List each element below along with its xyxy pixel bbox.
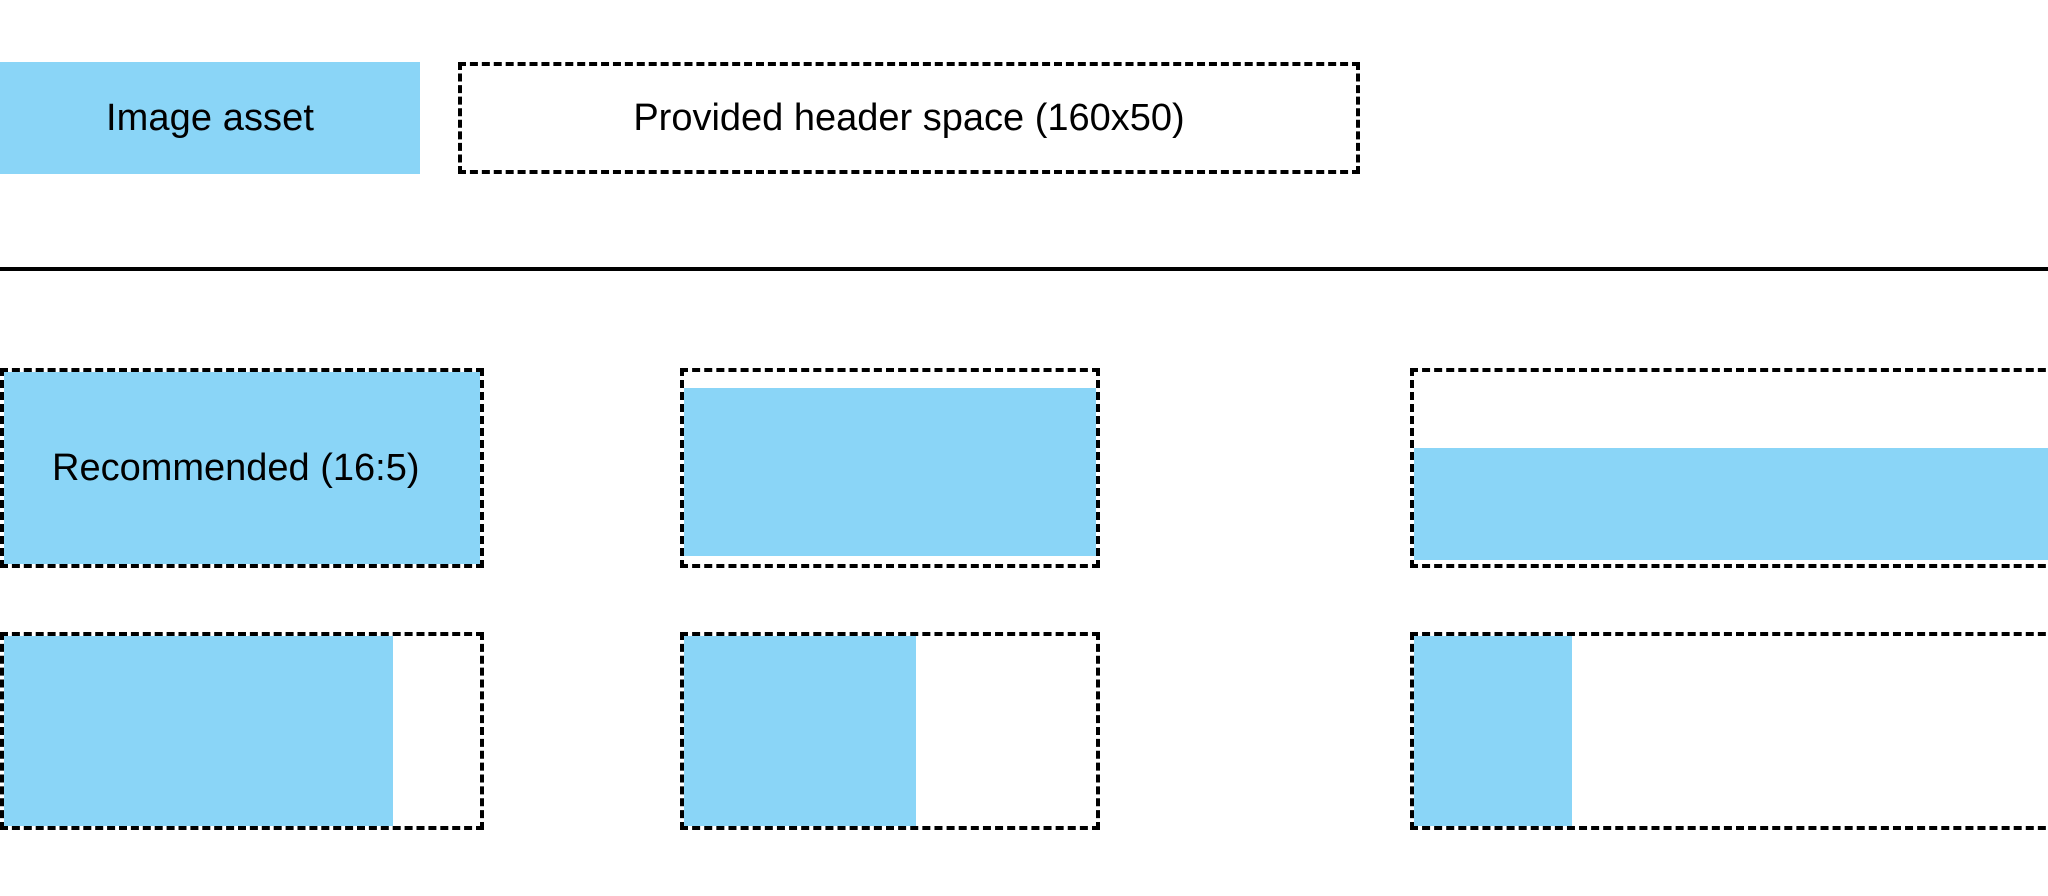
recommended-16-5-label: Recommended (16:5) <box>52 447 420 489</box>
header-legend-row: Image asset Provided header space (160x5… <box>0 62 2048 174</box>
provided-header-space-box: Provided header space (160x50) <box>458 62 1360 174</box>
provided-header-space-label: Provided header space (160x50) <box>633 97 1185 139</box>
recommended-16-5-fill <box>4 372 480 564</box>
letterbox-small-cell <box>680 368 1100 568</box>
section-divider <box>0 267 2048 271</box>
aspect-ratio-row-2 <box>0 632 2048 830</box>
pillarbox-wide-fill <box>4 636 393 826</box>
letterbox-small-fill <box>684 388 1096 556</box>
pillarbox-medium-cell <box>680 632 1100 830</box>
aspect-ratio-row-1: Recommended (16:5) <box>0 368 2048 568</box>
pillarbox-wide-cell <box>0 632 484 830</box>
recommended-16-5-cell: Recommended (16:5) <box>0 368 484 568</box>
image-asset-swatch: Image asset <box>0 62 420 174</box>
pillarbox-narrow-fill <box>1414 636 1572 826</box>
image-asset-label: Image asset <box>105 97 315 139</box>
letterbox-large-fill <box>1414 448 2048 560</box>
letterbox-large-cell <box>1410 368 2048 568</box>
pillarbox-narrow-cell <box>1410 632 2048 830</box>
pillarbox-medium-fill <box>684 636 916 826</box>
